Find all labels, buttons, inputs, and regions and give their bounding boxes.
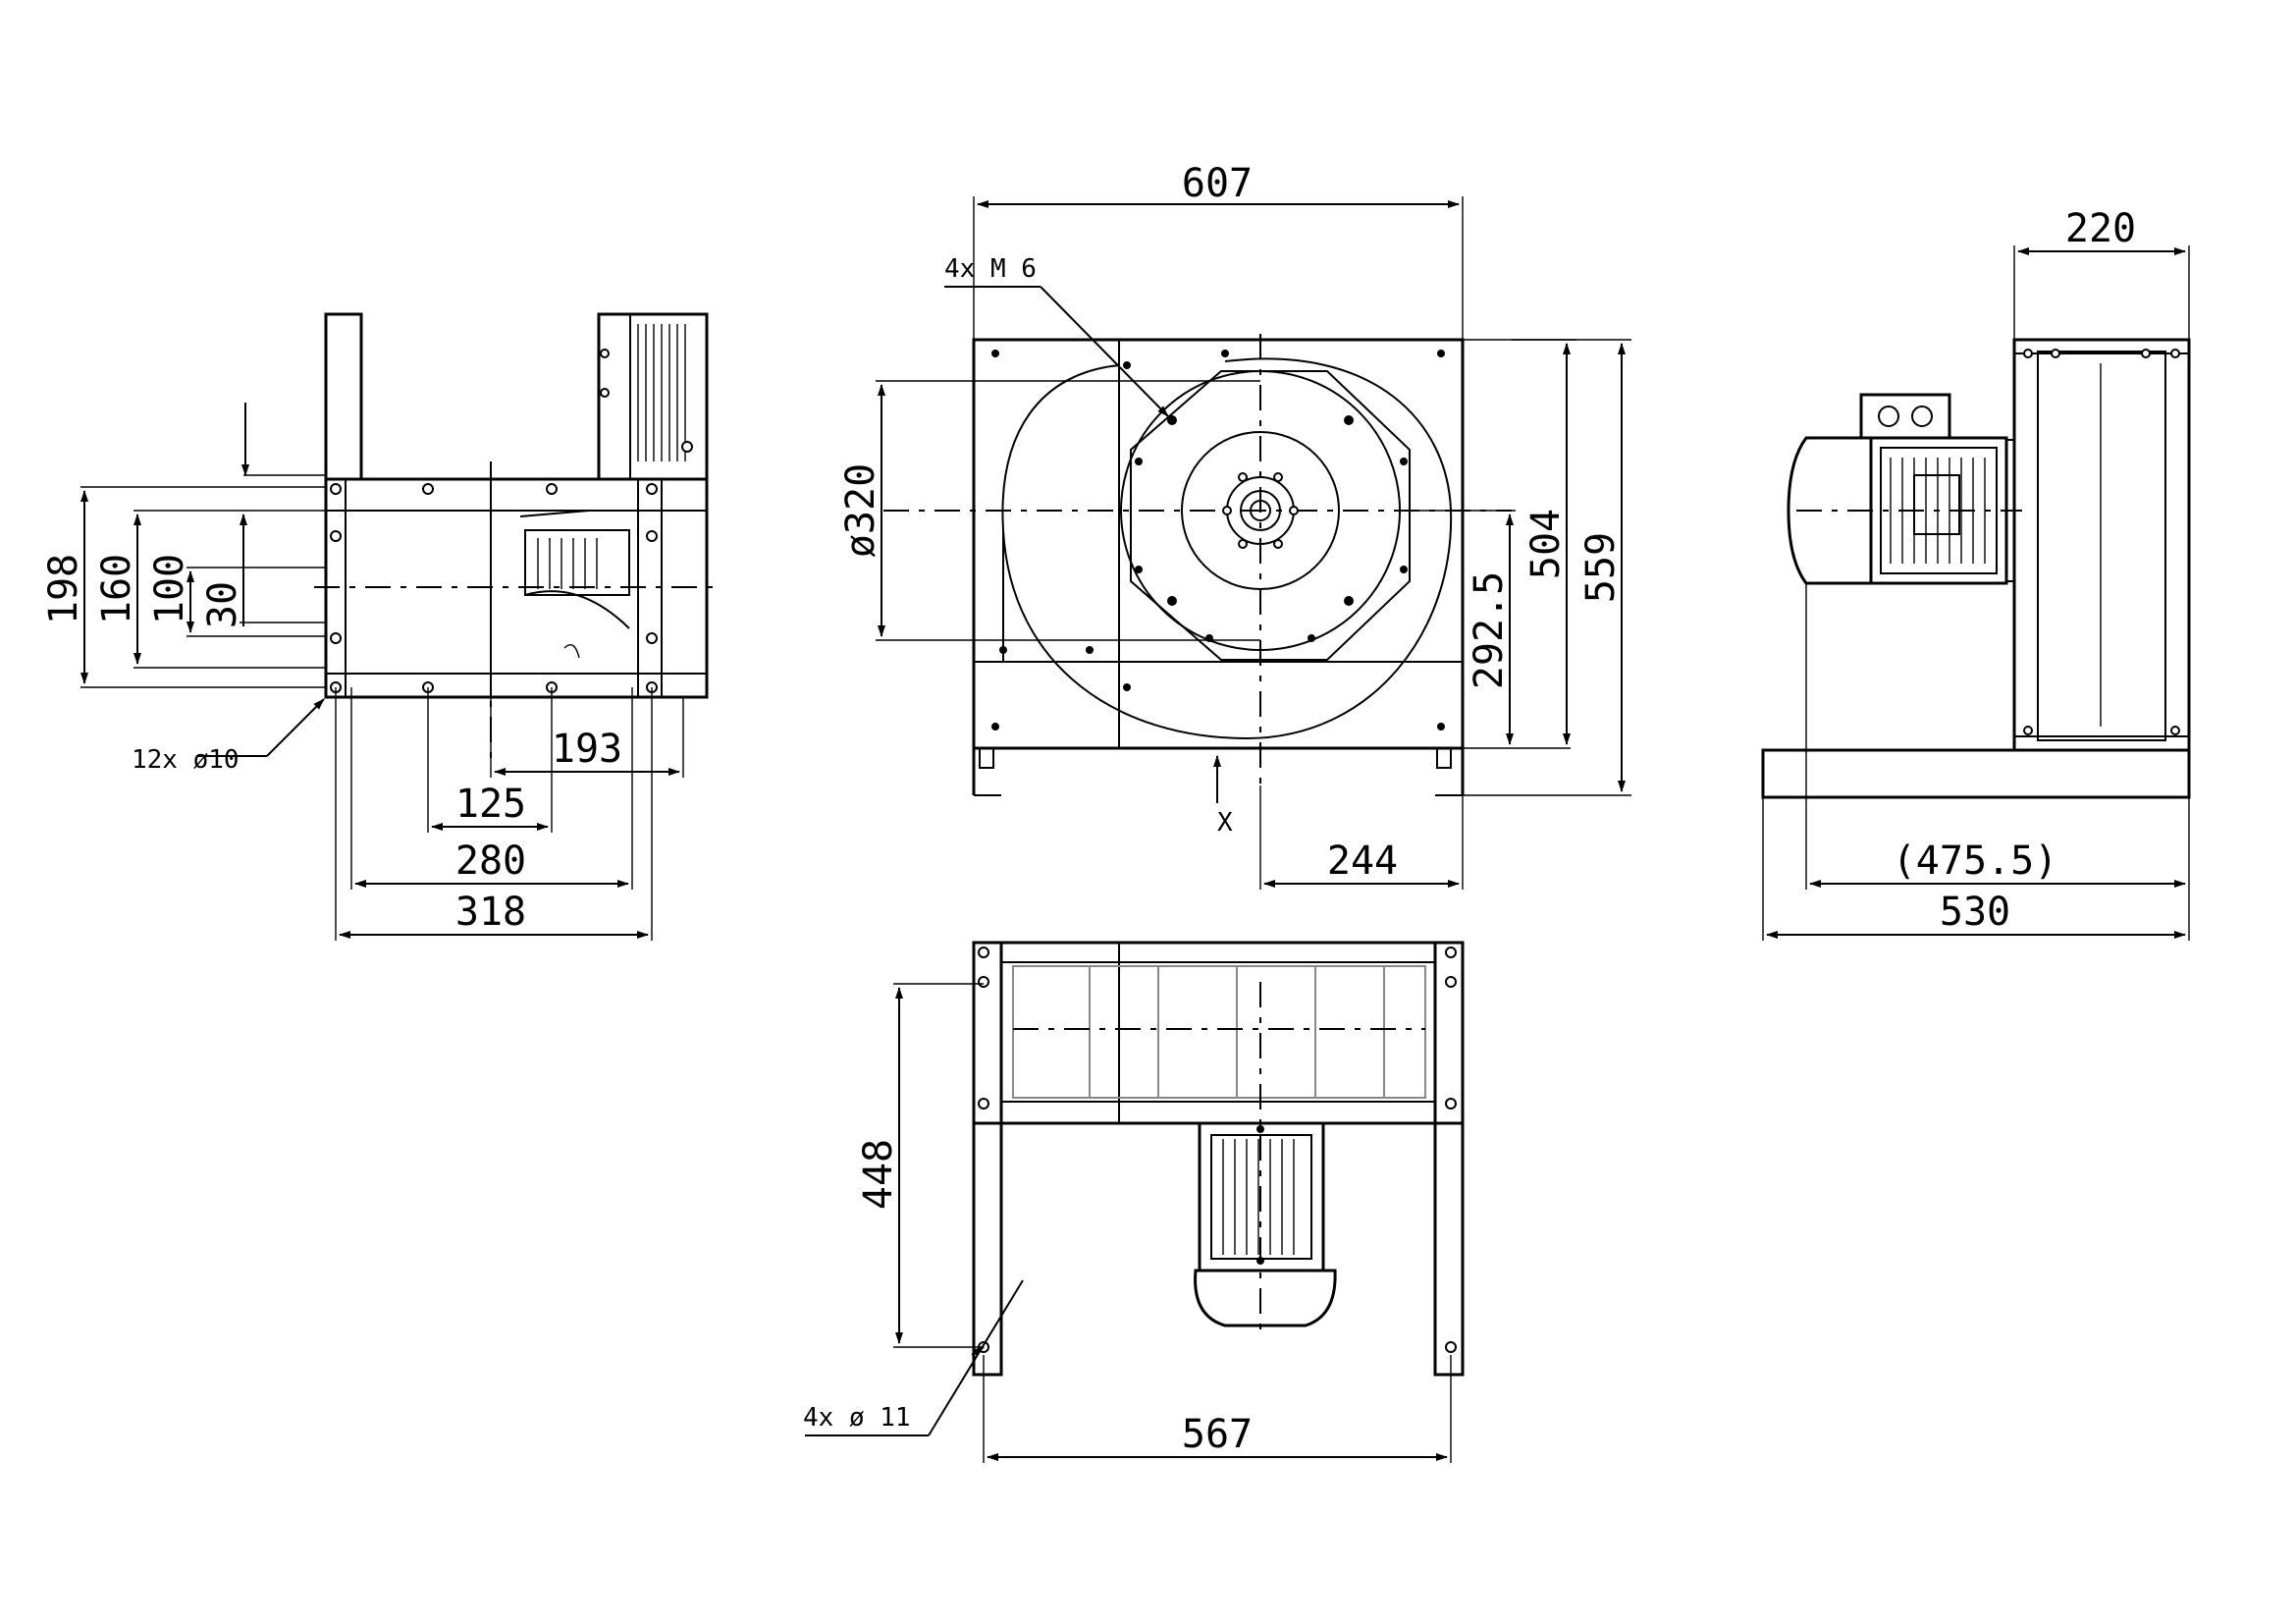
dim-125: 125 xyxy=(455,782,526,827)
dim-198: 198 xyxy=(41,554,86,624)
dim-220: 220 xyxy=(2065,206,2136,251)
dim-448: 448 xyxy=(856,1139,901,1210)
dim-d320: ø320 xyxy=(838,463,883,558)
dim-280: 280 xyxy=(455,839,526,884)
thread-note: 4x M 6 xyxy=(944,254,1037,284)
dim-318: 318 xyxy=(455,890,526,935)
section-mark-x: X xyxy=(1217,808,1233,838)
front-view: 607 4x M 6 ø320 292.5 504 559 X 244 xyxy=(838,161,1631,890)
dim-100: 100 xyxy=(147,554,192,624)
left-side-view: 198 160 100 30 12x ø10 193 125 280 318 xyxy=(41,312,717,941)
dim-504: 504 xyxy=(1523,509,1569,579)
holes-note-left: 12x ø10 xyxy=(132,745,240,775)
dim-160: 160 xyxy=(94,554,139,624)
dim-30: 30 xyxy=(200,581,245,628)
dim-244: 244 xyxy=(1327,839,1398,884)
right-side-view: 220 (475.5) 530 xyxy=(1761,206,2191,941)
dim-559: 559 xyxy=(1578,532,1624,603)
holes-note-bottom: 4x ø 11 xyxy=(803,1403,911,1433)
dim-567: 567 xyxy=(1182,1412,1253,1457)
bottom-view: 448 4x ø 11 567 xyxy=(803,941,1465,1463)
dim-607: 607 xyxy=(1182,161,1253,206)
dim-193: 193 xyxy=(552,727,622,772)
dim-530: 530 xyxy=(1940,890,2010,935)
dim-292-5: 292.5 xyxy=(1467,571,1512,689)
dim-475-5: (475.5) xyxy=(1893,839,2058,884)
